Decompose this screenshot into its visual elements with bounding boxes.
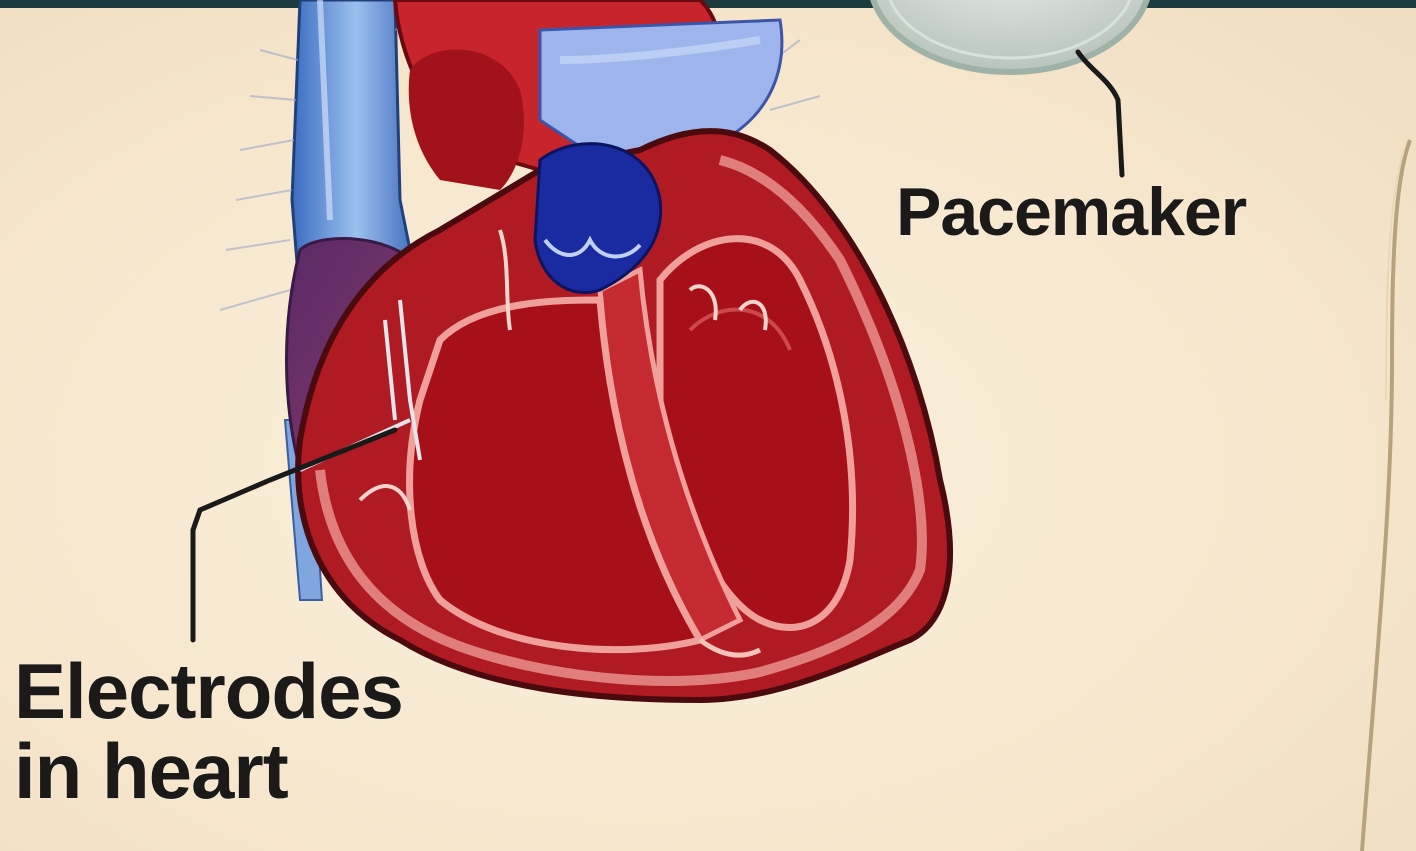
electrodes-label-line2: in heart [14,731,403,811]
electrodes-label-line1: Electrodes [14,651,403,731]
pacemaker-label: Pacemaker [896,172,1246,252]
electrodes-label: Electrodes in heart [14,651,403,811]
